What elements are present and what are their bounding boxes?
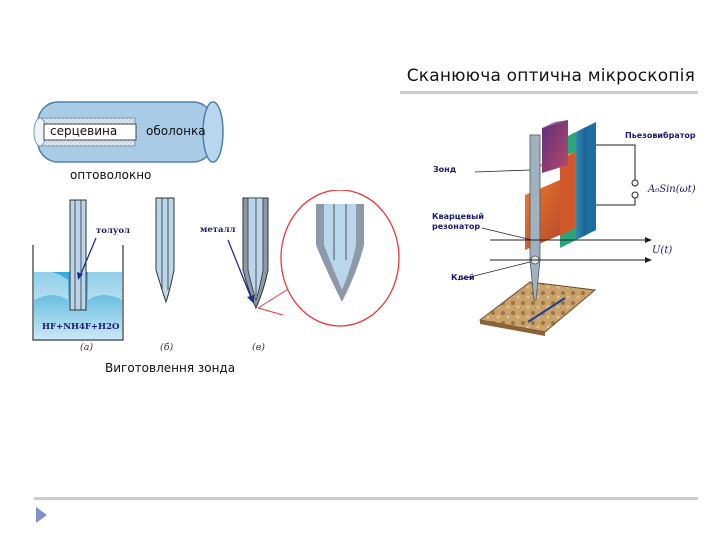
scanning-setup-diagram: Зонд Пьезовибратор Кварцевый резонатор К…	[432, 120, 696, 336]
step-a-label: (а)	[80, 342, 93, 353]
probe-body	[529, 134, 541, 261]
footer-divider	[34, 497, 698, 500]
page-title: Сканююча оптична мікроскопія	[406, 66, 695, 86]
glue-label: Клей	[451, 273, 474, 282]
title-divider	[400, 91, 698, 94]
metal-label: металл	[200, 225, 236, 235]
fiber-cladding-label: оболонка	[146, 124, 206, 138]
purple-block	[542, 120, 568, 173]
zoom-inset	[257, 190, 400, 327]
probe-label: Зонд	[433, 165, 457, 174]
etching-caption: Виготовлення зонда	[105, 361, 236, 375]
solution-label: HF+NH4F+H2O	[42, 322, 120, 332]
piezo-label: Пьезовибратор	[625, 130, 696, 140]
fiber-core-label: серцевина	[50, 124, 118, 138]
voltage-label: U(t)	[652, 245, 672, 256]
step-c-label: (в)	[252, 342, 265, 353]
etching-diagram: толуол металл HF+NH4F+H2O (а) (б) (в)	[32, 190, 400, 353]
quartz-label-line2: резонатор	[432, 222, 480, 231]
next-slide-arrow-icon[interactable]	[36, 507, 47, 523]
step-b-label: (б)	[160, 342, 174, 353]
fiber-caption: оптоволокно	[70, 168, 152, 182]
quartz-label-line1: Кварцевый	[432, 212, 484, 221]
signal-label: A₀Sin(ωt)	[647, 184, 696, 195]
step-b-fiber	[155, 197, 175, 304]
fiber-diagram	[33, 101, 224, 163]
toluene-label: толуол	[96, 226, 130, 236]
step-a-beaker	[32, 199, 124, 341]
step-c-fiber	[227, 197, 269, 310]
